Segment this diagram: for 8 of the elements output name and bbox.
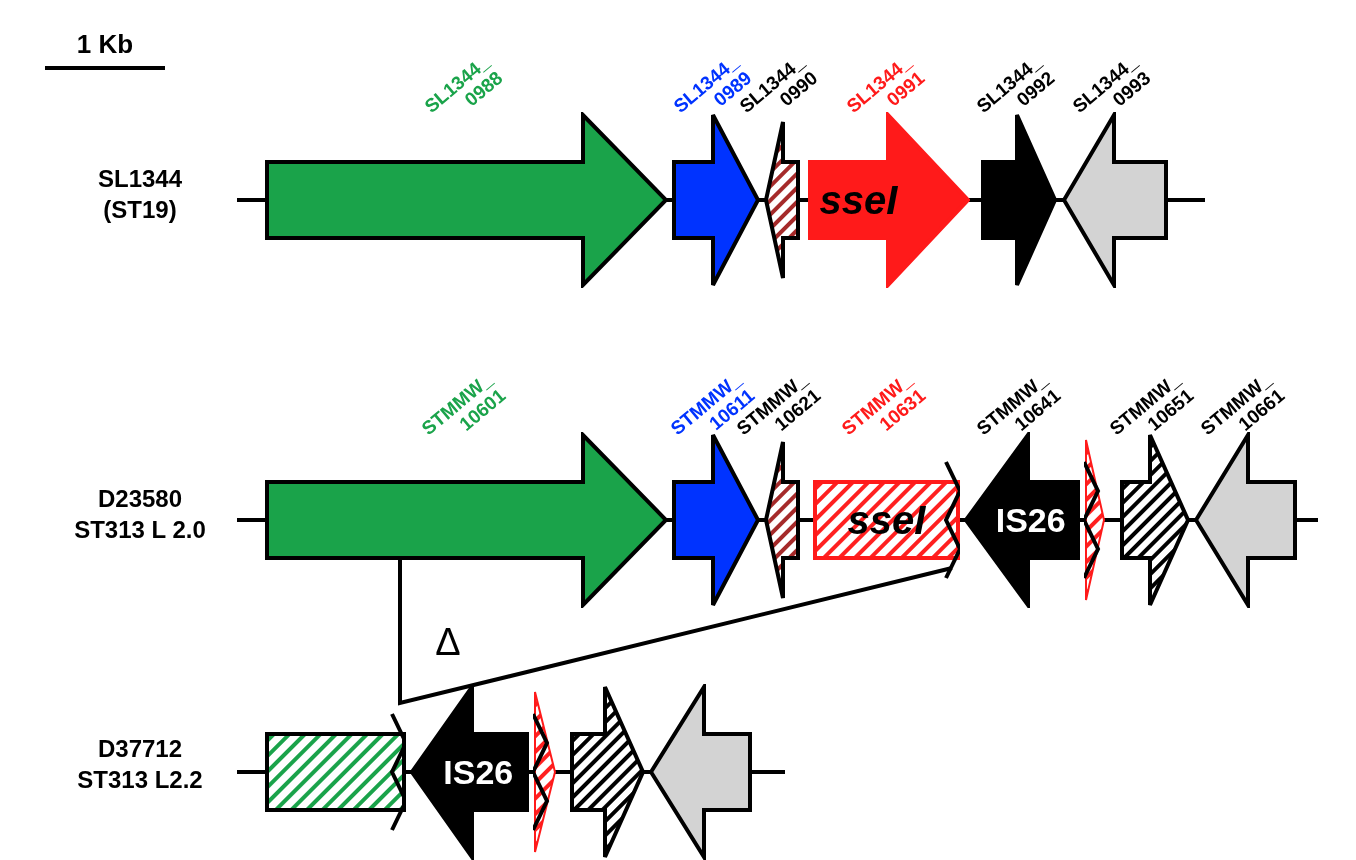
deletion-symbol: Δ	[435, 620, 461, 665]
gene-name: sseI	[819, 180, 898, 220]
strain-label: D23580 ST313 L 2.0	[73, 484, 207, 546]
gene-name: IS26	[995, 503, 1066, 537]
scale-label: 1 Kb	[76, 28, 134, 61]
strain-label: D37712 ST313 L2.2	[76, 734, 204, 796]
strain-label: SL1344 (ST19)	[96, 164, 184, 226]
gene-name: IS26	[443, 755, 514, 789]
